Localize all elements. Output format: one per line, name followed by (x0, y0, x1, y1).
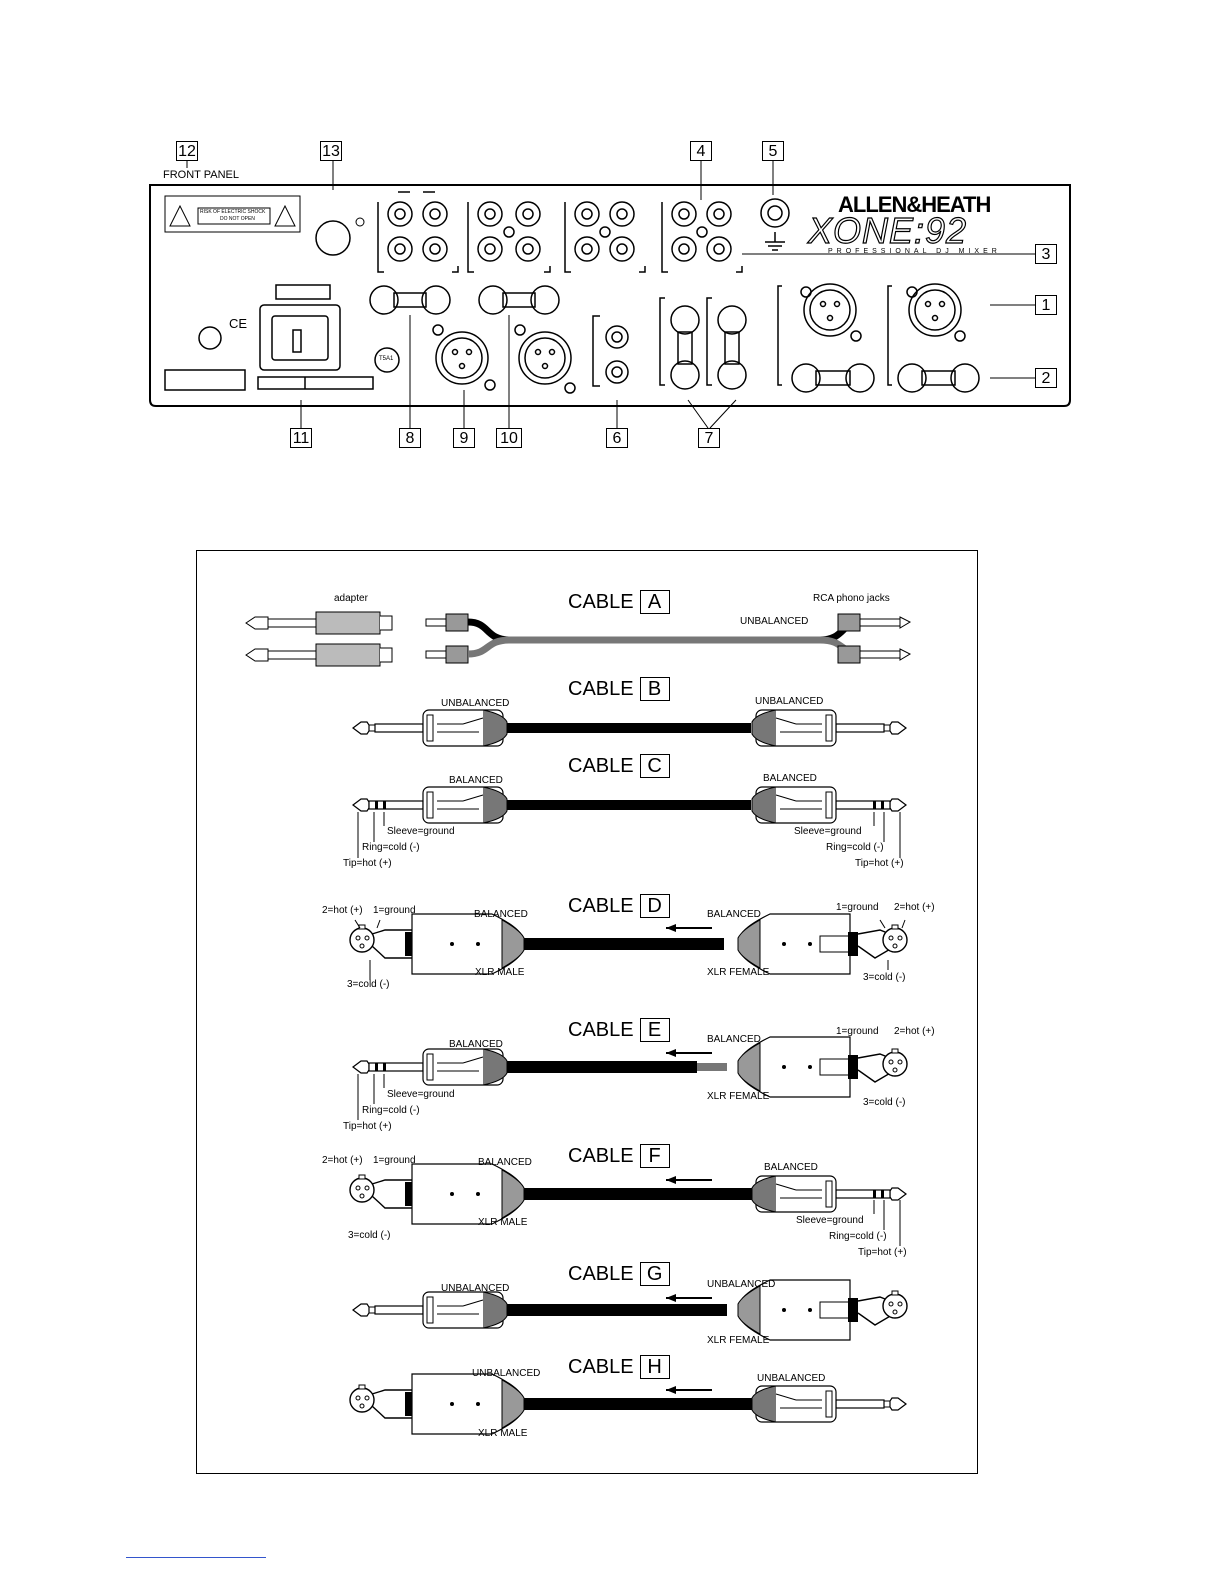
cable-e-ground-right: 1=ground (836, 1026, 879, 1037)
cable-f-hot-left: 2=hot (+) (322, 1155, 363, 1166)
cable-d-cold-left: 3=cold (-) (347, 979, 390, 990)
cable-c-sleeve-right: Sleeve=ground (794, 826, 862, 837)
cable-d-hot-right: 2=hot (+) (894, 902, 935, 913)
cable-b-left-label: UNBALANCED (441, 698, 510, 709)
fuse-label: T5A1 (379, 356, 394, 362)
callout-6: 6 (606, 428, 628, 448)
model-logo: XONE:92 (807, 209, 968, 251)
cable-d-right-label: BALANCED (707, 909, 761, 920)
callout-13: 13 (320, 141, 342, 161)
cable-h-right-label: UNBALANCED (757, 1373, 826, 1384)
ce-mark: CE (229, 316, 248, 331)
cable-d-hot-left: 2=hot (+) (322, 905, 363, 916)
callout-2: 2 (1035, 368, 1057, 388)
cable-f-left-label: BALANCED (478, 1157, 532, 1168)
cable-h-left-label: UNBALANCED (472, 1368, 541, 1379)
cable-diagram-frame (196, 550, 978, 1474)
cable-e-cold-right: 3=cold (-) (863, 1097, 906, 1108)
cable-g-left-label: UNBALANCED (441, 1283, 510, 1294)
cable-e-hot-right: 2=hot (+) (894, 1026, 935, 1037)
warning-text-2: DO NOT OPEN (220, 216, 255, 222)
cable-d-female-label: XLR FEMALE (707, 967, 770, 978)
tagline: PROFESSIONAL DJ MIXER (828, 248, 1001, 255)
callout-4: 4 (690, 141, 712, 161)
cable-e-female-label: XLR FEMALE (707, 1091, 770, 1102)
cable-e-sleeve: Sleeve=ground (387, 1089, 455, 1100)
cable-c-sleeve-left: Sleeve=ground (387, 826, 455, 837)
cable-f-sleeve: Sleeve=ground (796, 1215, 864, 1226)
adapter-label: adapter (334, 593, 368, 604)
cable-f-ground-left: 1=ground (373, 1155, 416, 1166)
warning-text-1: RISK OF ELECTRIC SHOCK (200, 209, 266, 215)
cable-g-right-label: UNBALANCED (707, 1279, 776, 1290)
callout-7: 7 (698, 428, 720, 448)
cable-f-cold-left: 3=cold (-) (348, 1230, 391, 1241)
cable-f-tip: Tip=hot (+) (858, 1247, 907, 1258)
cable-c-left-label: BALANCED (449, 775, 503, 786)
front-panel-label: FRONT PANEL (163, 169, 239, 181)
callout-5: 5 (762, 141, 784, 161)
cable-c-tip-left: Tip=hot (+) (343, 858, 392, 869)
callout-11: 11 (290, 428, 312, 448)
callout-9: 9 (453, 428, 475, 448)
cable-c-ring-left: Ring=cold (-) (362, 842, 420, 853)
cable-c-tip-right: Tip=hot (+) (855, 858, 904, 869)
brand-logo: ALLEN&HEATH (838, 192, 991, 217)
cable-b-right-label: UNBALANCED (755, 696, 824, 707)
cable-f-ring: Ring=cold (-) (829, 1231, 887, 1242)
cable-d-cold-right: 3=cold (-) (863, 972, 906, 983)
callout-8: 8 (399, 428, 421, 448)
callout-3: 3 (1035, 244, 1057, 264)
cable-e-right-label: BALANCED (707, 1034, 761, 1045)
cable-e-tip: Tip=hot (+) (343, 1121, 392, 1132)
footer-link-rule (126, 1557, 266, 1558)
cable-d-left-label: BALANCED (474, 909, 528, 920)
callout-1: 1 (1035, 295, 1057, 315)
rca-label: RCA phono jacks (813, 593, 890, 604)
cable-e-ring: Ring=cold (-) (362, 1105, 420, 1116)
cable-e-left-label: BALANCED (449, 1039, 503, 1050)
cable-d-male-label: XLR MALE (475, 967, 525, 978)
cable-d-ground-right: 1=ground (836, 902, 879, 913)
callout-10: 10 (496, 428, 522, 448)
cable-c-right-label: BALANCED (763, 773, 817, 784)
cable-g-female-label: XLR FEMALE (707, 1335, 770, 1346)
callout-12: 12 (176, 141, 198, 161)
cable-a-mid-label: UNBALANCED (740, 616, 809, 627)
cable-c-ring-right: Ring=cold (-) (826, 842, 884, 853)
cable-h-male-label: XLR MALE (478, 1428, 528, 1439)
cable-f-male-label: XLR MALE (478, 1217, 528, 1228)
cable-d-ground-left: 1=ground (373, 905, 416, 916)
cable-f-right-label: BALANCED (764, 1162, 818, 1173)
